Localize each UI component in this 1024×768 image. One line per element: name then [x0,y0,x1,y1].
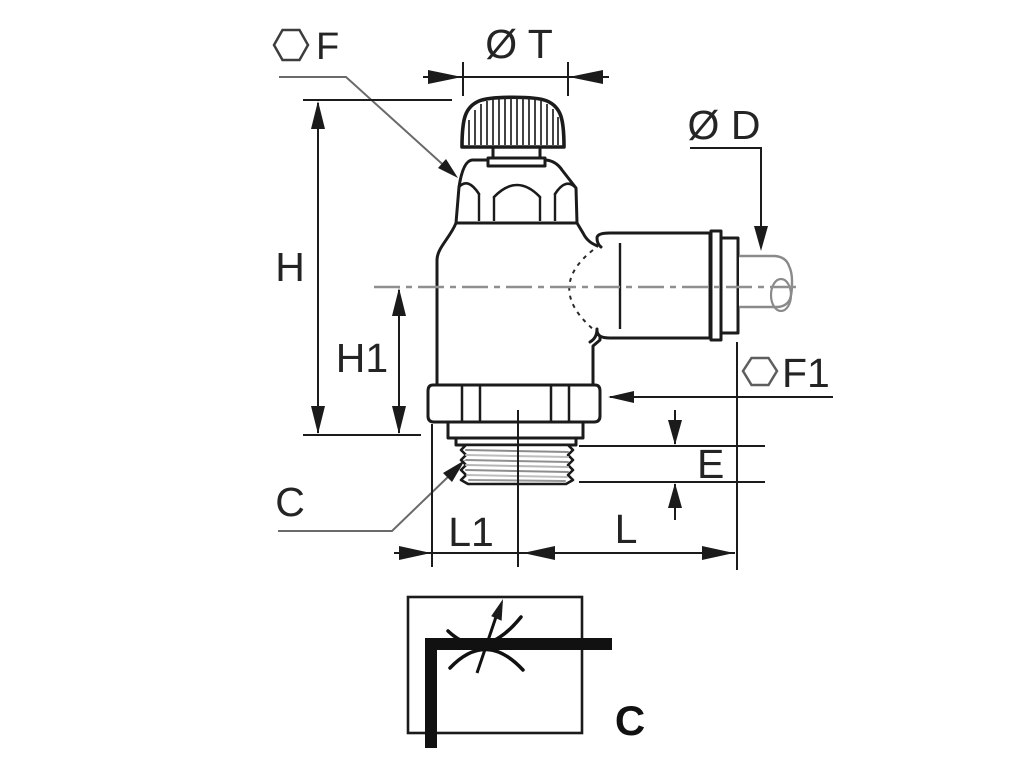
hexagon-icon-f1 [741,356,779,387]
leader-c [278,474,451,532]
release-collar-ring-outer [719,236,740,335]
adjustment-knob [460,95,566,149]
dimension-l1-l: L1 L [394,342,738,570]
label-l: L [615,506,638,552]
hexagon-icon-f [272,28,310,62]
banjo-ball-hidden-arc [568,249,595,331]
dimension-diameter-t: Ø T [423,21,609,96]
hex-nut [426,383,602,424]
label-diameter-t: Ø T [485,21,553,67]
function-symbol: C [406,595,645,748]
dimension-h1: H1 [336,288,406,434]
label-diameter-d: Ø D [688,102,761,148]
callout-f: F [272,26,458,178]
restrictor-adjust-arrow-head [491,599,503,621]
collar-castellation-humps [457,182,578,199]
tube-end-face [769,277,793,313]
label-h1: H1 [336,335,388,381]
label-symbol-c: C [615,697,645,744]
dimension-e: E [579,410,765,520]
fitting-side-view [426,95,794,486]
callout-f1: F1 [608,350,833,403]
label-e: E [697,441,724,487]
flow-line-horizontal [425,638,612,650]
flow-line-vertical [425,638,437,748]
label-c: C [275,479,305,525]
collar-castellation-slots [477,194,557,221]
tube-phantom [739,254,794,313]
dimension-h: H [275,99,452,436]
label-h: H [275,244,305,290]
knob-knurling [468,97,559,145]
cartridge-fill [598,233,710,338]
label-f1: F1 [782,350,830,396]
callout-diameter-d: Ø D [688,102,768,251]
label-f: F [316,26,339,68]
leader-f [279,76,451,172]
label-l1: L1 [448,509,494,555]
callout-c: C [275,460,465,532]
adjustment-collar [454,158,579,225]
seal-washer [446,420,585,440]
valve-body [435,221,602,387]
hex-nut-facet-lines [460,386,571,421]
restrictor-adjust-arrow-shaft [475,610,500,674]
